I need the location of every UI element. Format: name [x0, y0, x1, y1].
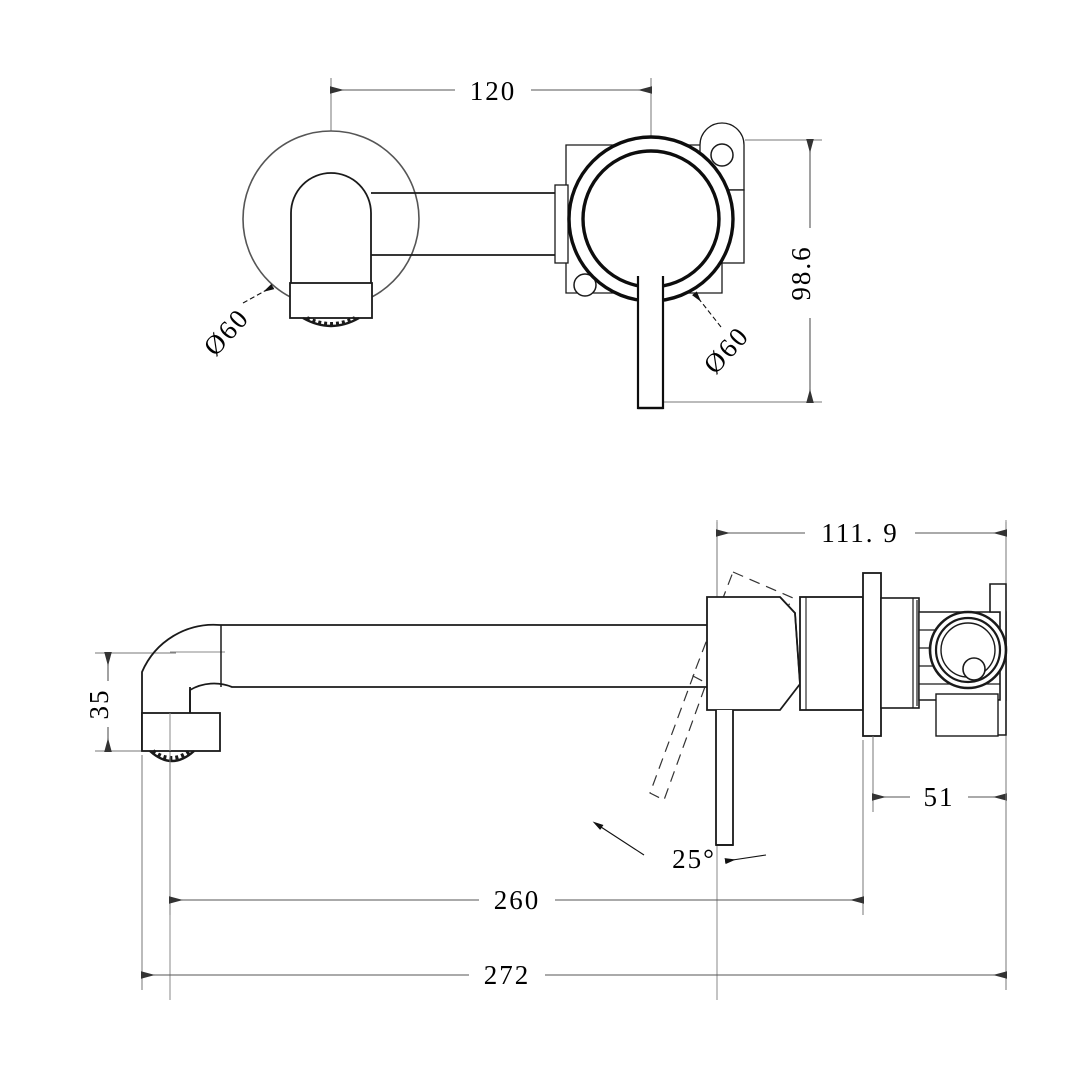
dimension-25-deg: 25°	[592, 821, 767, 874]
bracket-tab-left	[554, 184, 569, 264]
dimension-260: 260	[169, 740, 864, 915]
dimension-120: 120	[330, 76, 652, 140]
handle-lever-side	[715, 710, 734, 846]
dim-label-35: 35	[84, 689, 114, 720]
dim-label-111-9: 111. 9	[821, 518, 899, 548]
lower-outlet-boss-side	[935, 693, 999, 737]
spout-inner-profile-side	[189, 682, 716, 750]
spout-collar-front	[289, 282, 373, 319]
handle-lever-front	[636, 276, 665, 410]
aerator-mesh-side	[151, 749, 192, 760]
screw-hole-top-right	[710, 143, 734, 167]
diameter-leader-left: Ø60	[198, 283, 275, 362]
dimension-98-6: 98.6	[660, 139, 824, 403]
dim-label-dia60-right: Ø60	[698, 320, 755, 379]
dim-label-272: 272	[484, 960, 531, 990]
angle-arrow-left	[592, 821, 645, 856]
front-elevation-view: 120 98.6	[198, 76, 824, 410]
valve-port-hole	[962, 657, 986, 681]
dim-label-25-deg: 25°	[672, 844, 716, 874]
diameter-leader-right: Ø60	[692, 291, 755, 380]
phantom-handle-lever	[649, 673, 707, 801]
dimension-272: 272	[141, 740, 1007, 990]
dimension-35: 35	[84, 652, 176, 752]
handle-block-side	[706, 596, 801, 711]
dim-label-120: 120	[470, 76, 517, 106]
dim-text-bg-120	[455, 76, 531, 104]
spout-body-front	[290, 172, 372, 311]
dim-label-dia60-left: Ø60	[198, 302, 255, 361]
spout-outer-profile-side	[141, 623, 716, 750]
aerator-mesh-front	[306, 316, 356, 326]
dim-label-98-6: 98.6	[786, 245, 816, 300]
leader-line-right	[692, 291, 722, 328]
dim-text-bg-51	[910, 782, 968, 810]
dimension-51: 51	[872, 736, 1007, 812]
wall-flange-side	[862, 572, 882, 737]
dim-text-bg-260	[479, 885, 555, 913]
angle-arrow-right	[724, 854, 767, 865]
connecting-arm-front	[371, 192, 566, 256]
dim-label-260: 260	[494, 885, 541, 915]
dim-text-bg-272	[469, 960, 545, 988]
screw-hole-bottom-left	[573, 273, 597, 297]
side-elevation-view: 111. 9 35	[84, 518, 1008, 1000]
dim-text-bg-98-6	[796, 228, 824, 318]
dimension-111-9: 111. 9	[716, 518, 1007, 596]
leader-line-left	[242, 283, 275, 304]
handle-block-bevel	[779, 596, 801, 685]
outlet-collar-side	[141, 712, 221, 752]
dim-text-bg-35	[94, 681, 122, 727]
dim-text-bg-111-9	[805, 518, 915, 546]
dim-label-51: 51	[924, 782, 955, 812]
cylinder-body-side	[799, 596, 864, 711]
handle-inner-ring-front	[581, 149, 721, 289]
